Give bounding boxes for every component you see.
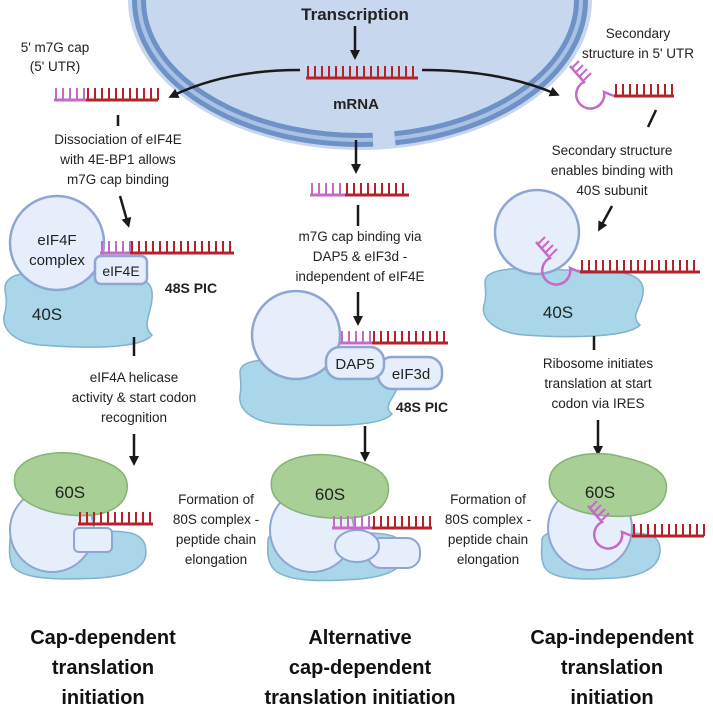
stem-loop: [535, 236, 581, 286]
eif4f-label-line2: complex: [29, 252, 85, 269]
mrna-strand-capped-middle: [310, 183, 409, 197]
arrow-to-left-pathway: [168, 68, 301, 98]
left-step2-line2: activity & start codon: [72, 390, 197, 405]
small-subunit-40s-right: [482, 267, 644, 338]
mrna-coding-segment: [580, 260, 700, 274]
right-sec-line2: structure in 5' UTR: [582, 46, 694, 61]
right-elong-line2: 80S complex -: [445, 512, 531, 527]
middle-step1-line1: m7G cap binding via: [298, 229, 422, 244]
mrna-coding-segment: [130, 241, 234, 255]
large-subunit-label-middle: 60S: [315, 485, 345, 504]
right-title-line3: initiation: [570, 687, 653, 709]
large-subunit-label-left: 60S: [55, 483, 85, 502]
ires-bound-complex: [493, 188, 581, 276]
right-title-line1: Cap-independent: [530, 627, 694, 649]
ribosome-80s-right: [540, 452, 668, 580]
mrna-cap-segment: [310, 183, 345, 197]
small-subunit-label-right: 40S: [543, 303, 573, 322]
right-step2-line1: Ribosome initiates: [543, 356, 654, 371]
transcription-label: Transcription: [301, 5, 409, 24]
ribosome-80s-left: [8, 452, 147, 580]
right-step1-line3: 40S subunit: [576, 183, 648, 198]
right-elong-line3: peptide chain: [448, 532, 528, 547]
mrna-strand-80s-middle: [332, 516, 432, 530]
mrna-coding-segment: [372, 331, 448, 345]
left-step2-line1: eIF4A helicase: [90, 370, 179, 385]
left-step2-line3: recognition: [101, 410, 167, 425]
mrna-cap-segment: [332, 516, 372, 530]
mrna-coding-segment: [632, 524, 705, 538]
mrna-cap-segment: [54, 88, 86, 102]
cap-label-line1: 5' m7G cap: [21, 40, 90, 55]
arrow-right-step1: [598, 205, 614, 232]
mrna-strand-capped: [54, 88, 159, 102]
hairpin-5utr-structure: [569, 60, 674, 110]
dap5-label: DAP5: [335, 356, 374, 373]
middle-step1-line2: DAP5 & eIF3d -: [313, 249, 408, 264]
connector-line: [646, 109, 658, 128]
mrna-coding-segment: [86, 88, 159, 102]
eif4f-complex: [8, 194, 106, 292]
middle-elong-line2: 80S complex -: [173, 512, 259, 527]
small-subunit-label-left: 40S: [32, 305, 62, 324]
middle-title-line2: cap-dependent: [289, 657, 432, 679]
right-step1-line1: Secondary structure: [552, 143, 673, 158]
middle-title-line1: Alternative: [308, 627, 411, 649]
nucleus: [128, 0, 592, 150]
arrow-to-right-pathway: [421, 68, 560, 97]
mrna-label: mRNA: [333, 96, 379, 113]
mrna-cap-segment: [340, 331, 372, 345]
right-sec-line1: Secondary: [606, 26, 671, 41]
mrna-strand-pic-middle: [340, 331, 448, 345]
right-step2-line3: codon via IRES: [551, 396, 644, 411]
mrna-coding-segment: [306, 66, 418, 80]
mrna-coding-segment: [614, 84, 674, 98]
eif4e-label: eIF4E: [102, 263, 139, 279]
middle-elong-line3: peptide chain: [176, 532, 256, 547]
mrna-strand-pic-left: [100, 241, 234, 255]
left-step1-line1: Dissociation of eIF4E: [54, 132, 182, 147]
left-title-line2: translation: [52, 657, 154, 679]
eif4e-protein: [93, 254, 149, 286]
arrow-left-step1: [118, 195, 132, 228]
left-title-line1: Cap-dependent: [30, 627, 176, 649]
hairpin-80s-right: [587, 500, 705, 550]
mrna-coding-segment: [78, 512, 153, 526]
stem-loop: [587, 500, 633, 550]
eif3d-label: eIF3d: [392, 366, 430, 383]
mrna-strand-80s-left: [78, 512, 153, 526]
cap-label-line2: (5' UTR): [30, 59, 81, 74]
right-elong-line1: Formation of: [450, 492, 526, 507]
eif4f-label-line1: eIF4F: [37, 232, 76, 249]
middle-title-line3: translation initiation: [264, 687, 455, 709]
dap5-protein: [324, 345, 386, 381]
middle-step1-line3: independent of eIF4E: [295, 269, 424, 284]
middle-elong-line4: elongation: [185, 552, 247, 567]
pic-label-middle: 48S PIC: [396, 399, 448, 415]
pic-label-left: 48S PIC: [165, 280, 217, 296]
right-step1-line2: enables binding with: [551, 163, 673, 178]
right-step2-line2: translation at start: [544, 376, 652, 391]
left-step1-line3: m7G cap binding: [67, 172, 169, 187]
mrna-coding-segment: [372, 516, 432, 530]
ribosome-80s-middle: [266, 453, 421, 582]
right-elong-line4: elongation: [457, 552, 519, 567]
mrna-coding-segment: [345, 183, 409, 197]
hairpin-pic-right: [535, 236, 700, 286]
right-title-line2: translation: [561, 657, 663, 679]
eif3-initiation-complex: [250, 289, 342, 381]
stem-loop: [569, 60, 615, 110]
middle-elong-line1: Formation of: [178, 492, 254, 507]
large-subunit-label-right: 60S: [585, 483, 615, 502]
left-title-line3: initiation: [61, 687, 144, 709]
left-step1-line2: with 4E-BP1 allows: [59, 152, 176, 167]
mrna-cap-segment: [100, 241, 131, 255]
mrna-strand-nucleus: [306, 66, 418, 80]
